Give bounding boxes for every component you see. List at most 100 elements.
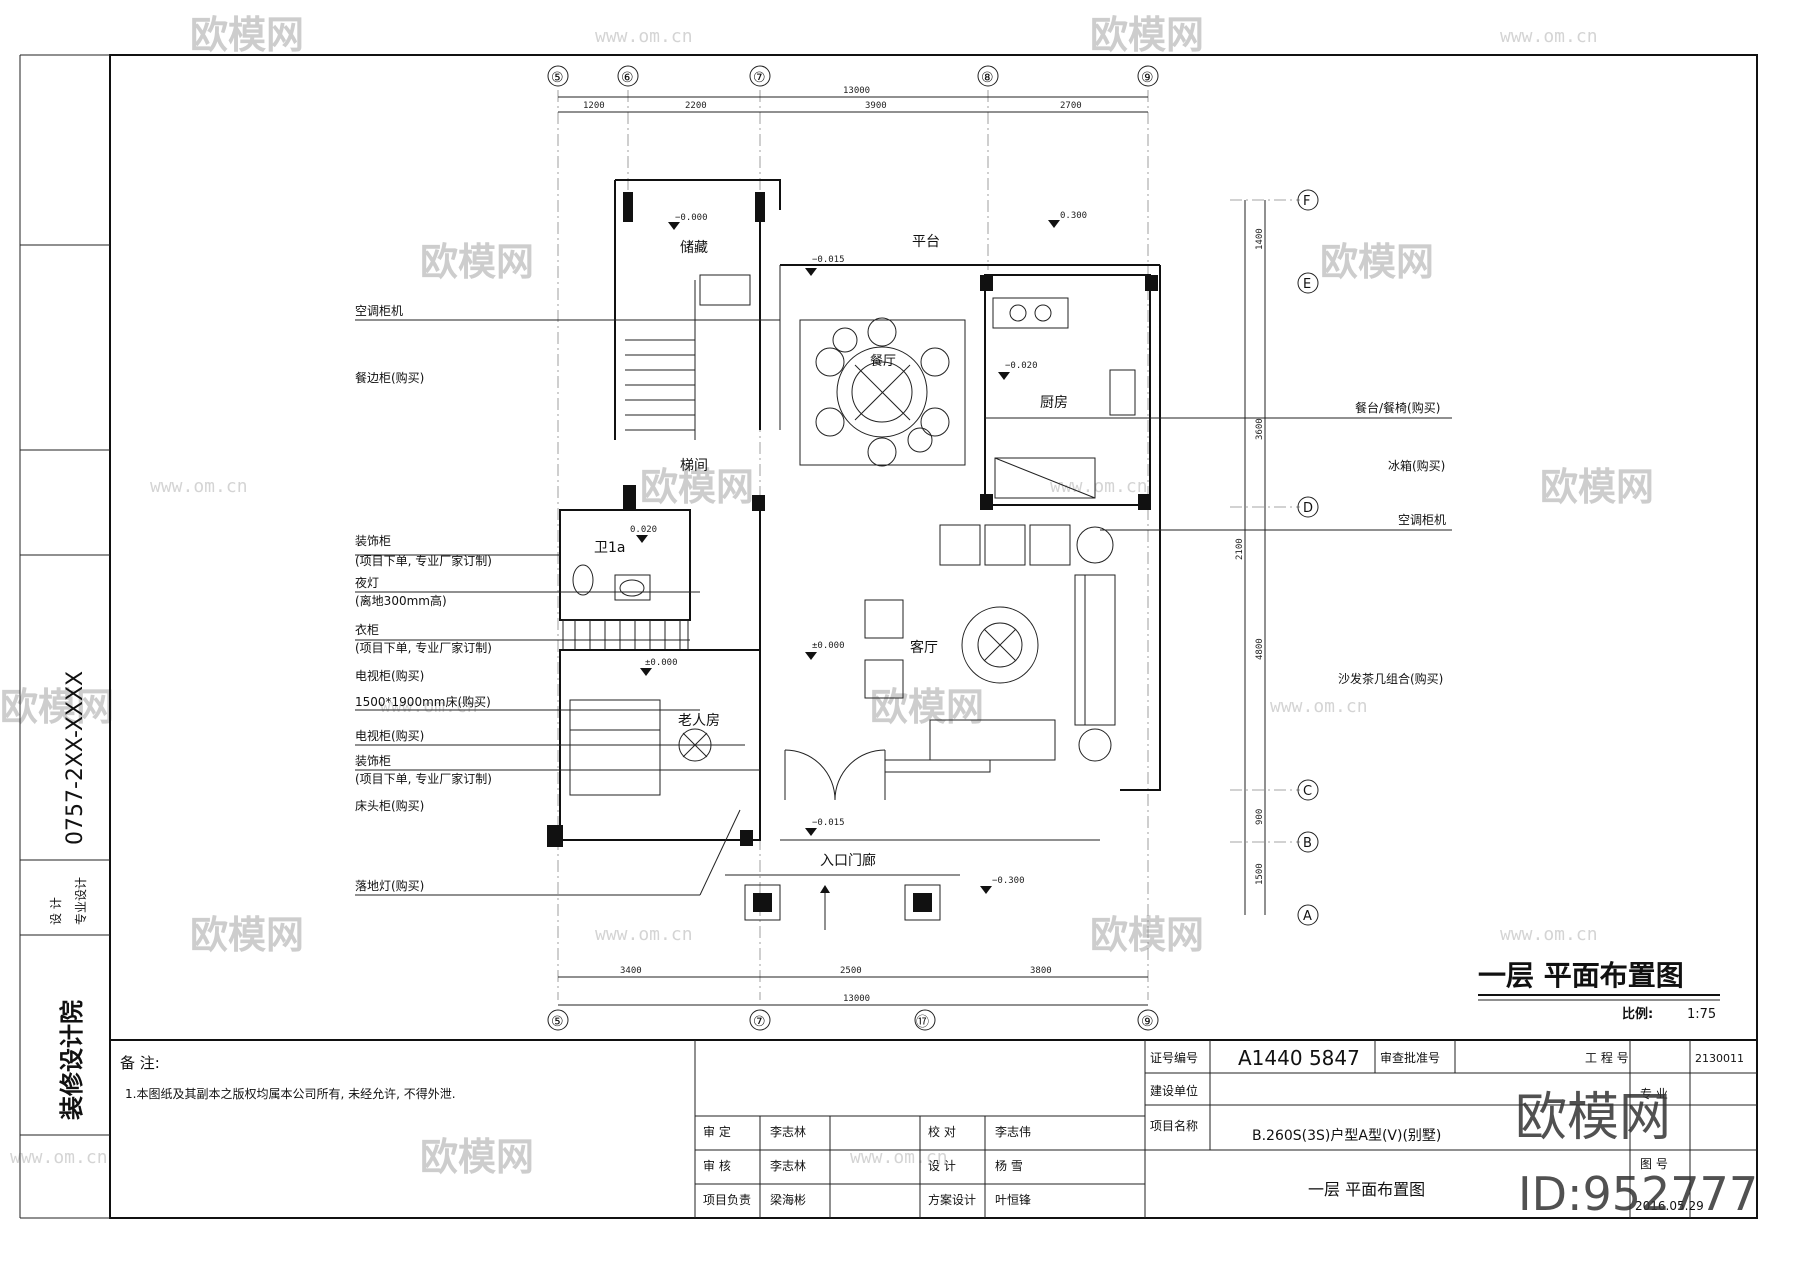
room-label-kitchen: 厨房 bbox=[1040, 395, 1068, 411]
role-name: 李志林 bbox=[770, 1158, 806, 1173]
level-outside: 0.300 bbox=[1060, 211, 1087, 221]
axis-bubble-right: F bbox=[1303, 194, 1310, 209]
role-name: 李志伟 bbox=[995, 1124, 1031, 1139]
room-label-entry: 入口门廊 bbox=[820, 852, 876, 869]
watermark-url: www.om.cn bbox=[1050, 476, 1148, 497]
watermark-url: www.om.cn bbox=[380, 696, 478, 717]
date-value: 2016.05.29 bbox=[1635, 1199, 1704, 1213]
axis-bubble-top: ⑤ bbox=[551, 70, 564, 86]
axis-bubble-right: C bbox=[1303, 784, 1312, 799]
drawing-title-group: 一层 平面布置图 比例: 1:75 bbox=[1478, 959, 1720, 1022]
room-label-storage: 储藏 bbox=[680, 240, 708, 256]
watermark-url: www.om.cn bbox=[1270, 696, 1368, 717]
drawing-title: 一层 平面布置图 bbox=[1478, 959, 1684, 992]
right-axis: F E D C B A 1400 3600 2100 4800 900 1500 bbox=[1235, 189, 1319, 926]
axis-bubble-right: B bbox=[1303, 836, 1312, 851]
left-title-strip: 装修设计院 0757-2XX-XXXX 设 计 专业设计 bbox=[19, 54, 110, 1219]
left-callouts: 空调柜机 餐边柜(购买) 装饰柜 (项目下单, 专业厂家订制) 夜灯 (离地30… bbox=[355, 304, 780, 896]
callout-label: 空调柜机 bbox=[1398, 513, 1446, 527]
top-axis-bubbles: ⑤ ⑥ ⑦ ⑧ ⑨ bbox=[547, 65, 1159, 87]
review-label: 审查批准号 bbox=[1380, 1050, 1440, 1065]
dim-top-total: 13000 bbox=[843, 86, 870, 96]
watermark-url: www.om.cn bbox=[1500, 26, 1598, 47]
axis-bubble-bottom: ⑦ bbox=[753, 1014, 766, 1030]
dim-top: 2700 bbox=[1060, 101, 1082, 111]
watermark-brand: 欧模网 bbox=[870, 685, 984, 729]
cert-value: A1440 5847 bbox=[1238, 1046, 1360, 1070]
scale-label: 比例: bbox=[1622, 1006, 1653, 1022]
room-label-terrace: 平台 bbox=[912, 234, 940, 250]
axis-bubble-bottom: ⑨ bbox=[1141, 1014, 1154, 1030]
role-label: 审 核 bbox=[703, 1158, 731, 1173]
watermark-url: www.om.cn bbox=[595, 26, 693, 47]
sheet-title: 一层 平面布置图 bbox=[1308, 1180, 1425, 1199]
side-company: 装修设计院 bbox=[58, 1000, 86, 1120]
axis-bubble-right: A bbox=[1303, 909, 1312, 924]
watermark-url: www.om.cn bbox=[150, 476, 248, 497]
watermark-brand: 欧模网 bbox=[1090, 13, 1204, 57]
level-markers: −0.000 −0.015 0.300 −0.020 0.020 ±0.000 … bbox=[630, 211, 1087, 894]
stair-treads bbox=[625, 280, 696, 440]
watermark-brand: 欧模网 bbox=[640, 465, 754, 509]
side-design: 设 计 bbox=[49, 897, 63, 925]
title-block: 备 注: 1.本图纸及其副本之版权均属本公司所有, 未经允许, 不得外泄. 审 … bbox=[120, 1040, 1757, 1218]
dim-right: 2100 bbox=[1235, 538, 1245, 560]
callout-label: 落地灯(购买) bbox=[355, 878, 424, 893]
axis-bubble-top: ⑧ bbox=[981, 70, 994, 86]
role-label: 校 对 bbox=[928, 1124, 956, 1139]
dim-right: 1500 bbox=[1255, 863, 1265, 885]
side-phone: 0757-2XX-XXXX bbox=[63, 671, 88, 845]
level-storage: −0.000 bbox=[675, 213, 708, 223]
role-label: 审 定 bbox=[703, 1124, 731, 1139]
axis-bubble-top: ⑥ bbox=[621, 70, 634, 86]
axis-bubble-right: E bbox=[1303, 277, 1311, 292]
level-living: ±0.000 bbox=[812, 641, 845, 651]
dim-bottom-total: 13000 bbox=[843, 994, 870, 1004]
callout-label: 电视柜(购买) bbox=[355, 728, 424, 743]
callout-label: (项目下单, 专业厂家订制) bbox=[355, 640, 492, 655]
notes-title: 备 注: bbox=[120, 1054, 160, 1072]
room-label-wc: 卫1a bbox=[594, 540, 626, 556]
sheet-no-label: 图 号 bbox=[1640, 1157, 1668, 1171]
callout-label: 衣柜 bbox=[355, 622, 379, 637]
role-label: 项目负责 bbox=[703, 1193, 751, 1207]
room-label-living: 客厅 bbox=[910, 639, 938, 656]
watermark-url: www.om.cn bbox=[850, 1147, 948, 1168]
watermark-brand: 欧模网 bbox=[420, 240, 534, 284]
callout-label: 餐边柜(购买) bbox=[355, 370, 424, 385]
callout-label: 1500*1900mm床(购买) bbox=[355, 694, 491, 709]
callout-label: 装饰柜 bbox=[355, 534, 391, 548]
level-elder: ±0.000 bbox=[645, 658, 678, 668]
corner-watermark: 欧模网 ID:952777 bbox=[1515, 1088, 1758, 1221]
level-porch: −0.300 bbox=[992, 876, 1025, 886]
callout-label: 夜灯 bbox=[355, 575, 379, 590]
callout-label: 空调柜机 bbox=[355, 304, 403, 318]
dim-bottom: 3400 bbox=[620, 966, 642, 976]
room-label-stair: 梯间 bbox=[680, 458, 708, 474]
role-label: 设 计 bbox=[928, 1159, 956, 1173]
watermark-layer: 欧模网 www.om.cn 欧模网 www.om.cn 欧模网 欧模网 www.… bbox=[0, 13, 1654, 1179]
role-name: 李志林 bbox=[770, 1124, 806, 1139]
watermark-brand: 欧模网 bbox=[190, 913, 304, 957]
callout-label: 床头柜(购买) bbox=[355, 798, 424, 813]
role-name: 梁海彬 bbox=[770, 1192, 806, 1207]
level-terrace: −0.015 bbox=[812, 255, 845, 265]
dim-top: 3900 bbox=[865, 101, 887, 111]
right-callouts: 餐台/餐椅(购买) 冰箱(购买) 空调柜机 沙发茶几组合(购买) bbox=[985, 400, 1452, 686]
room-labels: 储藏 平台 餐厅 厨房 梯间 卫1a 客厅 老人房 入口门廊 bbox=[594, 234, 1068, 869]
callout-label: 电视柜(购买) bbox=[355, 668, 424, 683]
furniture bbox=[572, 274, 1116, 930]
axis-bubble-right: D bbox=[1303, 501, 1313, 516]
dining-table bbox=[836, 346, 928, 438]
discipline-label: 专 业 bbox=[1640, 1086, 1668, 1101]
project-no-label: 工 程 号 bbox=[1585, 1050, 1629, 1065]
project-label: 项目名称 bbox=[1150, 1118, 1198, 1133]
building-walls bbox=[547, 179, 1161, 921]
watermark-url: www.om.cn bbox=[1500, 924, 1598, 945]
level-kitchen: −0.020 bbox=[1005, 361, 1038, 371]
room-label-dining: 餐厅 bbox=[870, 353, 896, 369]
side-stamp: 专业设计 bbox=[73, 877, 88, 925]
watermark-brand: 欧模网 bbox=[1540, 465, 1654, 509]
watermark-brand: 欧模网 bbox=[190, 13, 304, 57]
